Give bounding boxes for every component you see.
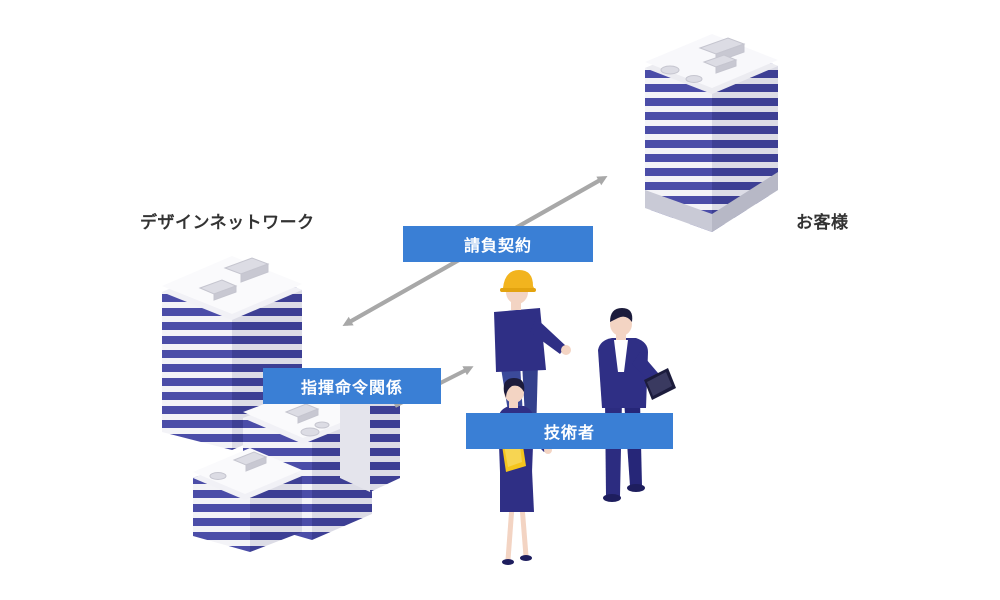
contract-label: 請負契約 bbox=[403, 226, 593, 262]
design-network-buildings-icon bbox=[162, 256, 400, 552]
customer-label: お客様 bbox=[796, 213, 849, 233]
engineer-label: 技術者 bbox=[466, 413, 673, 449]
businessman-with-tablet-icon bbox=[598, 308, 676, 502]
customer-building-icon bbox=[645, 34, 778, 232]
command-relationship-label: 指揮命令関係 bbox=[263, 368, 441, 404]
design-network-label: デザインネットワーク bbox=[140, 213, 315, 233]
